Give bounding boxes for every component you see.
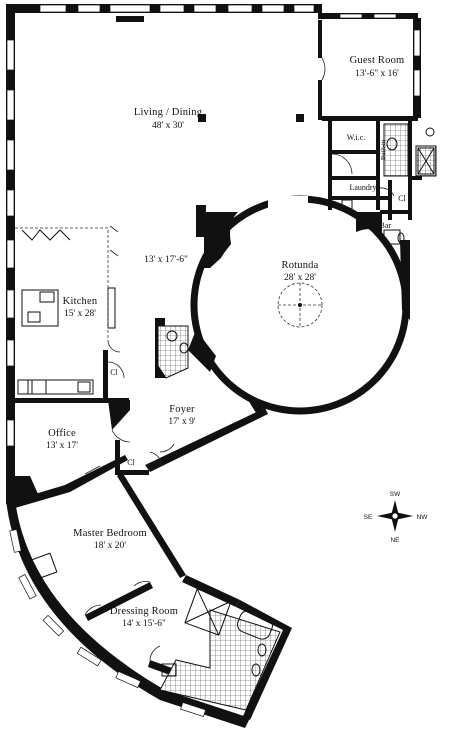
- master-bedroom-dims: 18' x 20': [94, 541, 126, 551]
- office-closet-label: Cl: [127, 458, 135, 467]
- kitchen-closet-label: Cl: [110, 368, 118, 377]
- guest-room-label: Guest Room: [350, 55, 405, 66]
- compass-sw: SW: [390, 491, 401, 498]
- compass-se: SE: [364, 514, 373, 521]
- dressing-room-label: Dressing Room: [110, 606, 178, 617]
- laundry-label: Laundry: [349, 183, 376, 192]
- kitchen-dims: 15' x 28': [64, 309, 96, 319]
- wic-label: W.i.c.: [347, 133, 366, 142]
- compass-nw: NW: [417, 514, 429, 521]
- den-dims: 13' x 17'-6": [144, 255, 188, 265]
- wet-bar-label: Wet Bar: [365, 221, 392, 230]
- doors: [84, 57, 395, 661]
- living-dining-label: Living / Dining: [134, 107, 203, 118]
- foyer-dims: 17' x 9': [168, 417, 195, 427]
- guest-closet-label: Cl: [398, 194, 406, 203]
- foyer-label: Foyer: [169, 404, 195, 415]
- living-dining-dims: 48' x 30': [152, 121, 184, 131]
- office-dims: 13' x 17': [46, 441, 78, 451]
- compass-ne: NE: [390, 537, 400, 544]
- kitchen-label: Kitchen: [63, 296, 98, 307]
- powder-room-floor: [157, 325, 189, 379]
- fixtures: [15, 127, 435, 677]
- rotunda-dims: 28' x 28': [284, 273, 316, 283]
- guest-bath-floor: [383, 123, 409, 177]
- builtin-label: Built-in: [380, 139, 387, 160]
- rotunda-label: Rotunda: [282, 260, 319, 271]
- rotunda-structure: [188, 195, 410, 416]
- compass-rose: SW NE SE NW: [364, 491, 429, 544]
- interior-walls: [10, 16, 422, 687]
- master-bedroom-label: Master Bedroom: [73, 528, 147, 539]
- office-label: Office: [48, 428, 76, 439]
- windows: [6, 4, 421, 718]
- guest-room-dims: 13'-6" x 16': [355, 69, 399, 79]
- dressing-room-dims: 14' x 15'-6": [122, 619, 166, 629]
